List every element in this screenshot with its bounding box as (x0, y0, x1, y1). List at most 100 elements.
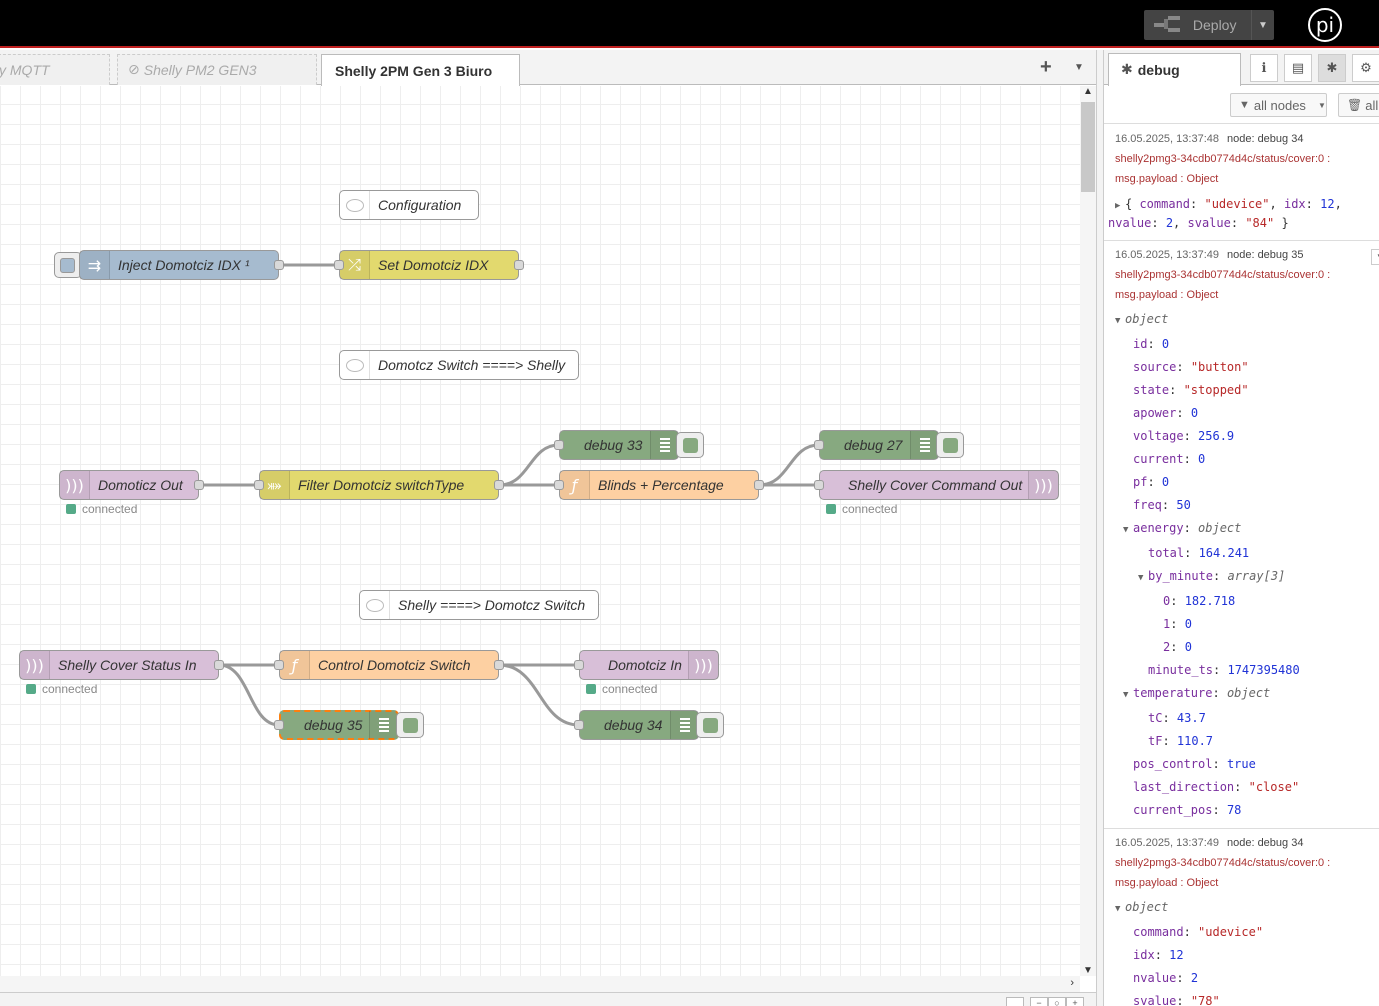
node-debug-35[interactable]: debug 35 (274, 710, 399, 740)
input-port[interactable] (274, 660, 284, 670)
message-payload-type: msg.payload : Object (1115, 173, 1219, 185)
input-port[interactable] (274, 720, 284, 730)
deploy-menu-caret-icon[interactable]: ▼ (1250, 10, 1274, 40)
node-set-domoticz-idx[interactable]: ⤮ Set Domotciz IDX (334, 250, 524, 280)
scroll-right-icon[interactable]: › (1070, 977, 1074, 989)
collapse-caret-icon[interactable]: ▼ (1123, 690, 1129, 700)
tab-mqtt[interactable]: y MQTT (0, 54, 110, 85)
input-port[interactable] (574, 720, 584, 730)
node-debug-33[interactable]: debug 33 (554, 430, 679, 460)
flow-canvas[interactable]: Configuration Domotcz Switch ====> Shell… (0, 86, 1080, 976)
filter-nodes-button[interactable]: ▼ all nodes ▼ (1230, 93, 1327, 117)
header-bar: Deploy ▼ pi (0, 0, 1379, 48)
output-port[interactable] (274, 260, 284, 270)
canvas-horizontal-scrollbar[interactable]: › (0, 976, 1080, 992)
sidebar-tabs: ✱ debug ℹ ▤ ✱ ⚙ (1104, 50, 1379, 86)
bug-icon[interactable]: ✱ (1318, 54, 1346, 82)
tab-shelly-pm2-gen3[interactable]: ⊘ Shelly PM2 GEN3 (117, 54, 317, 85)
status-badge: connected (586, 682, 657, 696)
collapse-caret-icon[interactable]: ▼ (1115, 904, 1121, 914)
message-node[interactable]: node: debug 34 (1226, 133, 1304, 145)
message-node[interactable]: node: debug 34 (1226, 837, 1304, 849)
gear-icon[interactable]: ⚙ (1352, 54, 1379, 82)
clear-messages-button[interactable]: 🗑 all (1338, 93, 1379, 117)
comment-domoticz-to-shelly[interactable]: Domotcz Switch ====> Shelly (339, 350, 579, 380)
output-port[interactable] (754, 480, 764, 490)
status-dot-icon (586, 684, 596, 694)
filter-icon: ▼ (1239, 99, 1250, 111)
node-blinds-percentage[interactable]: ƒ Blinds + Percentage (554, 470, 764, 500)
input-port[interactable] (814, 440, 824, 450)
tab-shelly-2pm-gen3-biuro[interactable]: Shelly 2PM Gen 3 Biuro (321, 54, 520, 86)
expand-caret-icon[interactable]: ▶ (1115, 201, 1121, 211)
add-tab-plus-icon[interactable]: + (1040, 56, 1052, 78)
input-port[interactable] (334, 260, 344, 270)
output-port[interactable] (214, 660, 224, 670)
message-time: 16.05.2025, 13:37:49 (1115, 249, 1219, 261)
message-menu-chevron-down-icon[interactable]: ▼ (1371, 249, 1379, 265)
object-tree[interactable]: ▼object id: 0 source: "button" state: "s… (1115, 312, 1300, 817)
scroll-down-icon[interactable]: ▼ (1083, 965, 1093, 976)
sidebar-resize-handle[interactable] (1096, 50, 1104, 1006)
debug-34-toggle-button[interactable] (696, 712, 724, 738)
comment-shelly-to-domoticz[interactable]: Shelly ====> Domotcz Switch (359, 590, 599, 620)
node-filter-domoticz-switchtype[interactable]: ⤘ Filter Domotciz switchType (254, 470, 504, 500)
node-inject-domoticz-idx[interactable]: ⇉ Inject Domotciz IDX ¹ (79, 250, 284, 280)
deploy-button[interactable]: Deploy ▼ (1144, 10, 1274, 40)
object-summary[interactable]: ▶{ command: "udevice", idx: 12, (1115, 192, 1379, 215)
scroll-up-icon[interactable]: ▲ (1083, 86, 1093, 97)
output-port[interactable] (494, 660, 504, 670)
disabled-icon: ⊘ (128, 62, 140, 78)
info-icon[interactable]: ℹ (1250, 54, 1278, 82)
comment-configuration[interactable]: Configuration (339, 190, 479, 220)
debug-27-toggle-button[interactable] (936, 432, 964, 458)
zoom-reset-icon[interactable]: ○ (1048, 997, 1066, 1006)
comment-bubble-icon (340, 351, 370, 379)
collapse-caret-icon[interactable]: ▼ (1123, 525, 1129, 535)
status-text: connected (602, 682, 658, 696)
node-debug-27[interactable]: debug 27 (814, 430, 939, 460)
collapse-caret-icon[interactable]: ▼ (1115, 316, 1121, 326)
output-port[interactable] (494, 480, 504, 490)
object-tree[interactable]: ▼object command: "udevice" idx: 12 nvalu… (1115, 900, 1264, 1006)
debug-35-toggle-button[interactable] (396, 712, 424, 738)
function-icon: ƒ (560, 471, 590, 499)
output-port[interactable] (514, 260, 524, 270)
node-control-domoticz-switch[interactable]: ƒ Control Domotciz Switch (274, 650, 504, 680)
collapse-caret-icon[interactable]: ▼ (1138, 573, 1144, 583)
sidebar-tab-debug[interactable]: ✱ debug (1108, 53, 1241, 86)
status-dot-icon (66, 504, 76, 514)
debug-toolbar: ▼ all nodes ▼ 🗑 all (1104, 86, 1379, 124)
input-port[interactable] (574, 660, 584, 670)
book-icon[interactable]: ▤ (1284, 54, 1312, 82)
tab-list-chevron-down-icon[interactable]: ▼ (1074, 62, 1084, 73)
node-shelly-cover-status-in[interactable]: ))) Shelly Cover Status In (19, 650, 224, 680)
node-domoticz-in[interactable]: Domotciz In ))) (574, 650, 719, 680)
input-port[interactable] (254, 480, 264, 490)
canvas-vertical-scrollbar[interactable]: ▲ ▼ (1080, 86, 1096, 976)
wires (199, 263, 820, 727)
node-debug-34[interactable]: debug 34 (574, 710, 699, 740)
input-port[interactable] (554, 440, 564, 450)
navigator-icon[interactable] (1006, 997, 1024, 1006)
output-port[interactable] (194, 480, 204, 490)
tab-label: y MQTT (0, 62, 50, 78)
input-port[interactable] (554, 480, 564, 490)
inject-trigger-button[interactable] (54, 252, 82, 278)
node-label: debug 34 (604, 717, 663, 733)
user-avatar[interactable]: pi (1308, 8, 1342, 42)
debug-33-toggle-button[interactable] (676, 432, 704, 458)
zoom-in-icon[interactable]: + (1066, 997, 1084, 1006)
node-domoticz-out[interactable]: ))) Domoticz Out (59, 470, 204, 500)
status-text: connected (42, 682, 98, 696)
message-node[interactable]: node: debug 35 (1226, 249, 1304, 261)
bug-icon: ✱ (1121, 62, 1133, 78)
input-port[interactable] (814, 480, 824, 490)
scrollbar-thumb[interactable] (1081, 102, 1095, 192)
zoom-out-icon[interactable]: − (1030, 997, 1048, 1006)
node-shelly-cover-command-out[interactable]: Shelly Cover Command Out ))) (814, 470, 1059, 500)
